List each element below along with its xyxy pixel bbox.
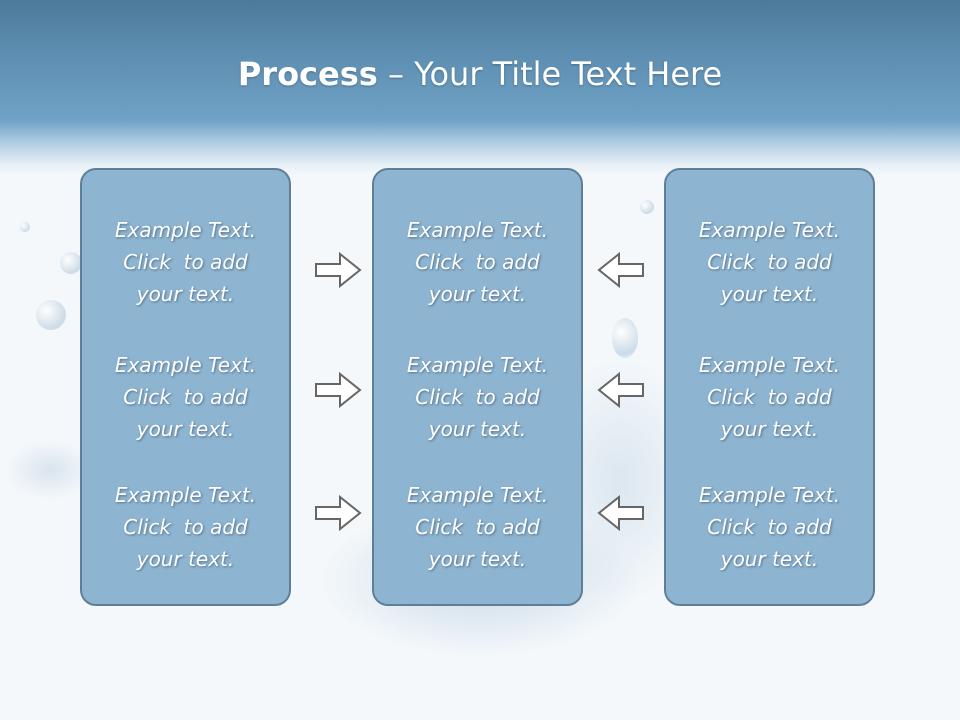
- water-drop: [20, 222, 30, 232]
- arrow-left-icon: [597, 494, 644, 532]
- arrow-right-icon: [315, 251, 362, 289]
- text-line: your text.: [428, 282, 527, 306]
- slide-title[interactable]: Process – Your Title Text Here: [0, 52, 960, 96]
- box-text[interactable]: Example Text. Click to add your text.: [666, 214, 873, 310]
- box-text[interactable]: Example Text. Click to add your text.: [374, 479, 581, 575]
- box-text[interactable]: Example Text. Click to add your text.: [82, 214, 289, 310]
- text-line: your text.: [136, 417, 235, 441]
- text-line: Example Text.: [114, 483, 257, 507]
- text-line: Click to add: [123, 250, 248, 274]
- text-line: Example Text.: [114, 353, 257, 377]
- text-line: Click to add: [415, 385, 540, 409]
- text-line: Example Text.: [114, 218, 257, 242]
- process-box-right[interactable]: Example Text. Click to add your text. Ex…: [664, 168, 875, 606]
- text-line: your text.: [720, 547, 819, 571]
- text-line: Example Text.: [698, 353, 841, 377]
- title-rest: – Your Title Text Here: [377, 55, 723, 93]
- arrow-right-icon: [315, 371, 362, 409]
- water-drop: [60, 252, 82, 274]
- box-text[interactable]: Example Text. Click to add your text.: [82, 349, 289, 445]
- text-line: Click to add: [707, 515, 832, 539]
- box-text[interactable]: Example Text. Click to add your text.: [82, 479, 289, 575]
- text-line: your text.: [720, 417, 819, 441]
- text-line: Click to add: [707, 250, 832, 274]
- water-drop: [612, 318, 638, 358]
- text-line: Example Text.: [406, 353, 549, 377]
- box-text[interactable]: Example Text. Click to add your text.: [374, 214, 581, 310]
- text-line: Click to add: [415, 515, 540, 539]
- box-text[interactable]: Example Text. Click to add your text.: [374, 349, 581, 445]
- arrow-left-icon: [597, 251, 644, 289]
- title-bold: Process: [237, 55, 378, 93]
- process-box-center[interactable]: Example Text. Click to add your text. Ex…: [372, 168, 583, 606]
- text-line: Click to add: [707, 385, 832, 409]
- water-drop: [640, 200, 654, 214]
- text-line: Click to add: [123, 515, 248, 539]
- text-line: your text.: [428, 547, 527, 571]
- text-line: your text.: [720, 282, 819, 306]
- text-line: your text.: [136, 282, 235, 306]
- box-text[interactable]: Example Text. Click to add your text.: [666, 349, 873, 445]
- text-line: Example Text.: [698, 218, 841, 242]
- arrow-right-icon: [315, 494, 362, 532]
- text-line: Example Text.: [406, 218, 549, 242]
- text-line: your text.: [428, 417, 527, 441]
- header-band: [0, 0, 960, 175]
- text-line: Example Text.: [698, 483, 841, 507]
- process-box-left[interactable]: Example Text. Click to add your text. Ex…: [80, 168, 291, 606]
- water-drop: [36, 300, 66, 330]
- text-line: Click to add: [415, 250, 540, 274]
- text-line: Click to add: [123, 385, 248, 409]
- box-text[interactable]: Example Text. Click to add your text.: [666, 479, 873, 575]
- arrow-left-icon: [597, 371, 644, 409]
- text-line: your text.: [136, 547, 235, 571]
- text-line: Example Text.: [406, 483, 549, 507]
